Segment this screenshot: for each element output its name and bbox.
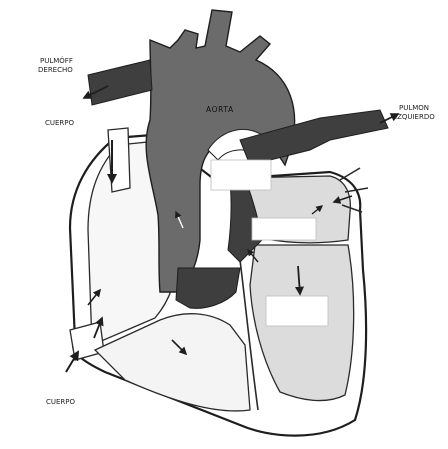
- arrow-cuerpo-bottom-up: [66, 352, 78, 372]
- label-cuerpo-top: CUERPO: [45, 119, 75, 127]
- label-pulmon-derecho-1: PULMÓFF: [40, 56, 73, 65]
- label-cuerpo-bottom: CUERPO: [46, 398, 76, 406]
- label-pulmon-derecho-2: DERECHO: [38, 66, 73, 74]
- label-pulmon-izquierdo-2: IZQUIERDO: [395, 113, 435, 121]
- blank-box-1[interactable]: [211, 160, 271, 190]
- blank-box-2[interactable]: [252, 218, 316, 240]
- pulmonary-artery-right: [88, 60, 152, 105]
- label-pulmon-izquierdo-1: PULMON: [399, 104, 429, 112]
- blank-box-3[interactable]: [266, 296, 328, 326]
- label-aorta: AORTA: [206, 105, 234, 114]
